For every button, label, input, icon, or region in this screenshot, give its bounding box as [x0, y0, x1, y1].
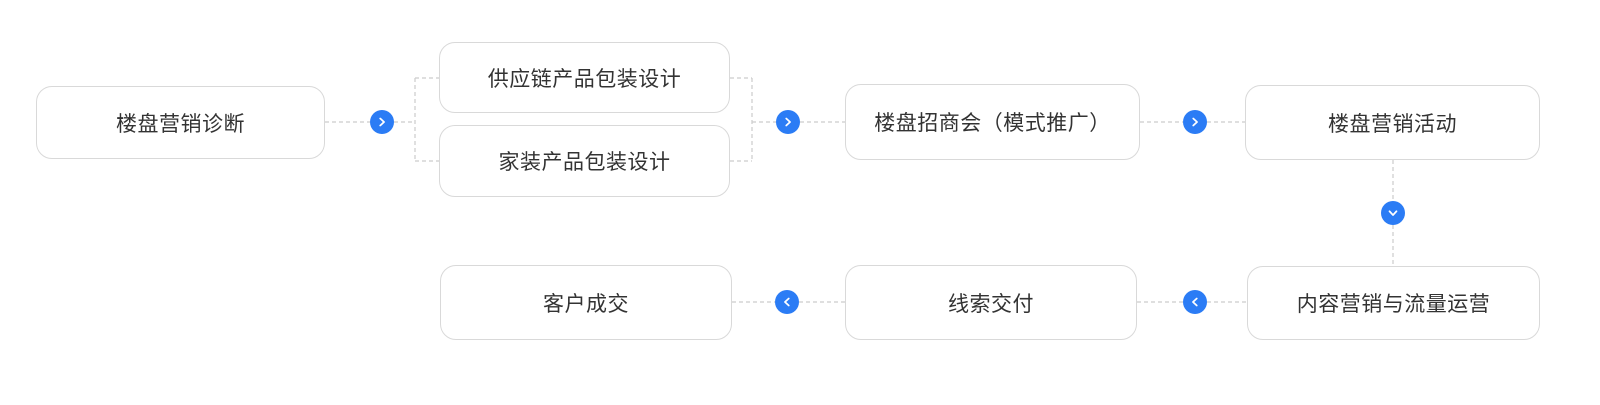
flow-arrow-1-right	[370, 110, 394, 134]
chevron-left-icon	[1188, 295, 1202, 309]
flow-node-property-marketing-campaign: 楼盘营销活动	[1245, 85, 1540, 160]
node-label: 内容营销与流量运营	[1296, 293, 1491, 316]
flow-node-property-marketing-diagnosis: 楼盘营销诊断	[36, 86, 325, 159]
chevron-right-icon	[375, 115, 389, 129]
flow-arrow-6-left	[775, 290, 799, 314]
chevron-left-icon	[780, 295, 794, 309]
flow-arrow-4-down	[1381, 201, 1405, 225]
chevron-right-icon	[781, 115, 795, 129]
node-label: 线索交付	[948, 292, 1034, 316]
node-label: 楼盘营销诊断	[116, 112, 245, 136]
flow-arrow-2-right	[776, 110, 800, 134]
flow-node-content-marketing-traffic-ops: 内容营销与流量运营	[1247, 266, 1540, 340]
flow-node-supply-chain-product-packaging-design: 供应链产品包装设计	[439, 42, 730, 113]
node-label: 供应链产品包装设计	[487, 67, 682, 91]
flow-node-property-investment-fair: 楼盘招商会（模式推广）	[845, 84, 1140, 160]
flow-node-customer-deal: 客户成交	[440, 265, 732, 340]
node-label: 家装产品包装设计	[498, 151, 671, 174]
chevron-right-icon	[1188, 115, 1202, 129]
flow-node-home-improvement-product-packaging-design: 家装产品包装设计	[439, 125, 730, 197]
node-label: 楼盘招商会（模式推广）	[874, 112, 1111, 135]
flow-arrow-3-right	[1183, 110, 1207, 134]
node-label: 客户成交	[543, 292, 629, 316]
flow-arrow-5-left	[1183, 290, 1207, 314]
node-label: 楼盘营销活动	[1328, 112, 1457, 136]
flow-node-lead-delivery: 线索交付	[845, 265, 1137, 340]
chevron-down-icon	[1386, 206, 1400, 220]
